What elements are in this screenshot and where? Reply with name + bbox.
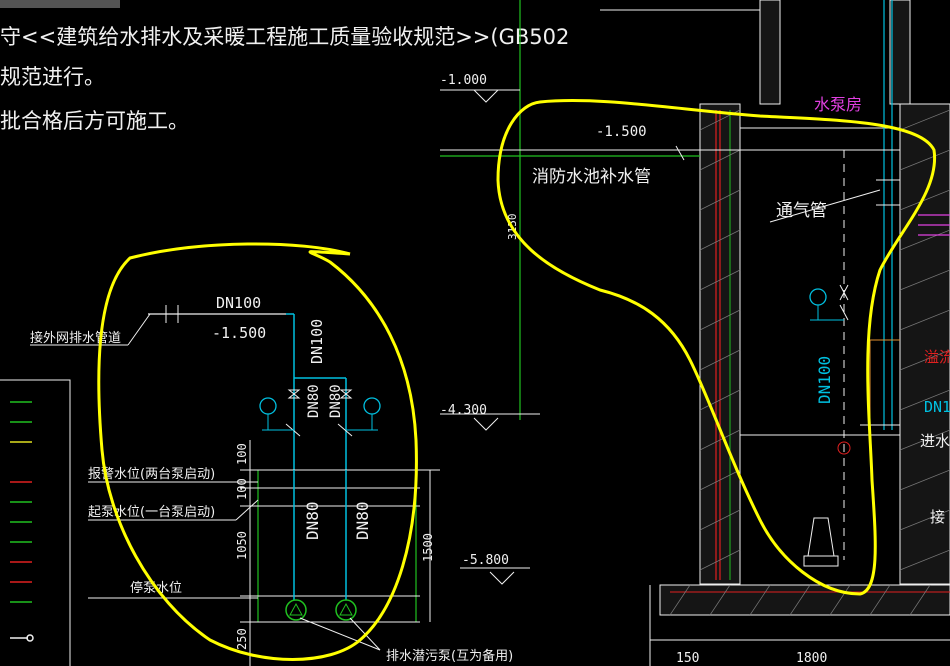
elev-outlet: -1.500 bbox=[212, 324, 266, 342]
elev-4: -5.800 bbox=[462, 553, 509, 568]
legend-lines bbox=[10, 401, 34, 642]
elevation-markers bbox=[440, 0, 540, 585]
label-outlet: 接外网排水管道 bbox=[30, 330, 121, 346]
legend-table bbox=[0, 379, 71, 666]
pipe-main-vertical: DN100 bbox=[308, 319, 326, 364]
elev-5: -1.500 bbox=[596, 124, 647, 140]
pipe-main-label: DN100 bbox=[216, 294, 261, 312]
label-alarm-level: 报警水位(两台泵启动) bbox=[88, 466, 215, 482]
branch-left-label: DN80 bbox=[306, 384, 322, 418]
dim-250: 250 bbox=[235, 628, 249, 650]
dim-1500: 1500 bbox=[421, 533, 435, 562]
elev-3: -4.300 bbox=[440, 403, 487, 418]
highlight-circle-pump-room bbox=[496, 99, 937, 596]
connect-label: 接 bbox=[930, 508, 945, 526]
dim-100a: 100 bbox=[235, 443, 249, 465]
vent-pipe-label: 通气管 bbox=[776, 201, 827, 221]
note-line-2: 规范进行。 bbox=[0, 65, 105, 89]
riser-right-label: DN80 bbox=[353, 501, 372, 540]
note-line-3: 批合格后方可施工。 bbox=[0, 109, 189, 133]
overflow-label: 溢流 bbox=[924, 348, 950, 366]
elev-1: -1.000 bbox=[440, 73, 487, 88]
pipe-dn100-room: DN100 bbox=[815, 356, 834, 404]
dim-1050: 1050 bbox=[235, 531, 249, 560]
dim-100b: 100 bbox=[235, 478, 249, 500]
clipped-text-top bbox=[0, 0, 120, 8]
label-pumps: 排水潜污泵(互为备用) bbox=[386, 648, 513, 664]
branch-right-label: DN80 bbox=[328, 384, 344, 418]
highlight-circle-pump-pit bbox=[97, 242, 418, 661]
label-start-level: 起泵水位(一台泵启动) bbox=[88, 505, 215, 520]
dn1-label: DN1 bbox=[924, 398, 950, 416]
note-line-1: 守<<建筑给水排水及采暖工程施工质量验收规范>>(GB502 bbox=[0, 25, 569, 49]
dim-150: 150 bbox=[676, 651, 699, 666]
pump-room-title: 水泵房 bbox=[814, 95, 862, 114]
pump-pit: 接外网排水管道 DN100 -1.500 DN100 DN80 DN80 bbox=[30, 294, 513, 666]
inlet-label: 进水 bbox=[920, 432, 950, 450]
fire-pool-pipe-label: 消防水池补水管 bbox=[532, 167, 651, 187]
pump-room-structure bbox=[440, 0, 950, 666]
riser-left-label: DN80 bbox=[303, 501, 322, 540]
dim-1800: 1800 bbox=[796, 651, 827, 666]
